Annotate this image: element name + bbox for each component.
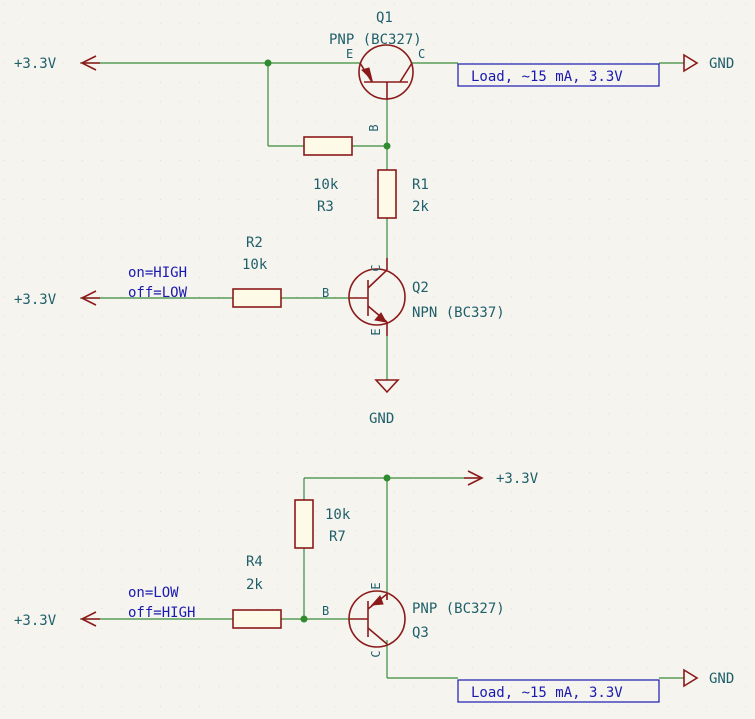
resistor-r4	[232, 609, 282, 629]
gnd-label-top-right: GND	[709, 56, 734, 72]
r1-ref: R1	[412, 177, 429, 193]
junction-dot	[264, 59, 272, 67]
transistor-q1	[358, 44, 414, 100]
note-on-high: on=HIGH	[128, 265, 187, 281]
r7-value: 10k	[325, 507, 351, 523]
q3-pin-b: B	[322, 604, 329, 618]
gnd-label-bottom-right: GND	[709, 671, 734, 687]
q3-value: PNP (BC327)	[412, 601, 505, 617]
q1-pin-e: E	[346, 47, 353, 61]
q1-ref: Q1	[376, 10, 393, 26]
q1-pin-c: C	[418, 47, 425, 61]
resistor-r3	[303, 136, 353, 156]
q3-ref: Q3	[412, 625, 429, 641]
power-arrow-left	[80, 290, 100, 306]
power-arrow-left	[80, 55, 100, 71]
note-off-high: off=HIGH	[128, 605, 195, 621]
transistor-q2	[348, 258, 406, 336]
r2-value: 10k	[242, 257, 268, 273]
resistor-r7	[294, 499, 314, 549]
top-circuit-wires	[80, 62, 684, 380]
q2-pin-e: E	[369, 328, 383, 335]
r3-value: 10k	[313, 177, 339, 193]
load-box-2	[457, 679, 660, 703]
power-label-vcc: +3.3V	[496, 471, 539, 487]
q2-value: NPN (BC337)	[412, 305, 505, 321]
q2-pin-c: C	[369, 264, 383, 271]
r7-ref: R7	[329, 529, 346, 545]
note-on-low: on=LOW	[128, 585, 179, 601]
load-box-1	[457, 63, 660, 87]
r1-value: 2k	[412, 199, 429, 215]
resistor-r1	[377, 169, 397, 219]
r2-ref: R2	[246, 235, 263, 251]
q2-ref: Q2	[412, 280, 429, 296]
resistor-r2	[232, 288, 282, 308]
gnd-symbol-q2	[374, 379, 400, 394]
junction-dot	[300, 615, 308, 623]
transistor-q3	[348, 590, 406, 648]
q1-pin-b: B	[367, 124, 381, 131]
q3-pin-e: E	[369, 582, 383, 589]
power-arrow-right	[464, 470, 484, 486]
gnd-arrow-right-top	[683, 53, 699, 73]
q2-pin-b: B	[322, 286, 329, 300]
load-label-2: Load, ~15 mA, 3.3V	[471, 685, 623, 701]
r3-ref: R3	[317, 199, 334, 215]
power-arrow-left	[80, 611, 100, 627]
note-off-low: off=LOW	[128, 285, 188, 301]
junction-dot	[383, 474, 391, 482]
power-label-vcc: +3.3V	[14, 613, 57, 629]
r4-ref: R4	[246, 554, 263, 570]
q3-pin-c: C	[369, 650, 383, 657]
load-label-1: Load, ~15 mA, 3.3V	[471, 69, 623, 85]
junction-dot	[383, 142, 391, 150]
power-label-vcc: +3.3V	[14, 292, 57, 308]
gnd-arrow-right-bottom	[683, 668, 699, 688]
gnd-label-q2: GND	[369, 411, 394, 427]
r4-value: 2k	[246, 577, 263, 593]
power-label-vcc: +3.3V	[14, 56, 57, 72]
bottom-circuit-wires	[80, 477, 684, 679]
q1-value: PNP (BC327)	[329, 32, 422, 48]
